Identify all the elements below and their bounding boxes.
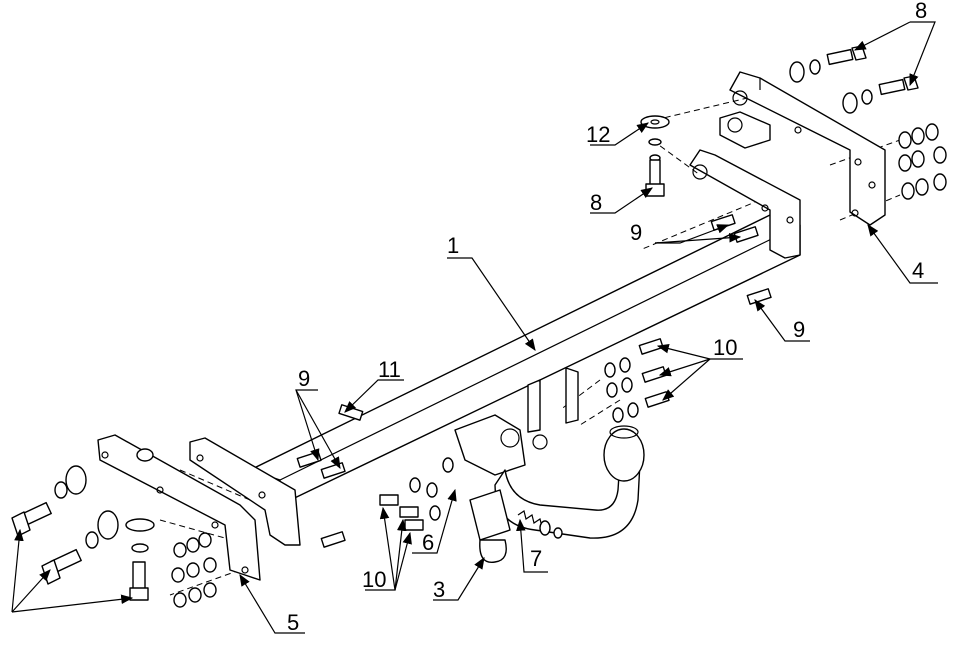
right-nuts xyxy=(898,123,947,200)
callout-11: 11 xyxy=(378,357,401,382)
hitch-mount-plates xyxy=(454,367,579,476)
callout-7: 7 xyxy=(530,546,542,571)
callout-12: 12 xyxy=(586,122,610,147)
spacer-washer-12 xyxy=(640,115,670,162)
tow-ball-neck xyxy=(494,425,645,539)
callout-10-left: 10 xyxy=(362,567,386,592)
spring-assembly-7 xyxy=(517,510,563,539)
left-nuts xyxy=(171,532,217,608)
center-bolts-10-right xyxy=(604,338,670,423)
right-washers xyxy=(789,59,873,114)
socket-plate xyxy=(469,489,511,564)
callout-labels: 1 3 4 5 6 7 8 8 9 9 9 10 10 11 12 xyxy=(287,0,927,635)
left-mount-block xyxy=(136,448,154,462)
callout-9-left: 9 xyxy=(298,366,310,391)
callout-1: 1 xyxy=(447,233,459,258)
center-bolts-10-left xyxy=(379,457,454,531)
callout-9-right: 9 xyxy=(630,220,642,245)
right-bolts-8 xyxy=(826,45,919,96)
right-bracket-inner xyxy=(689,149,801,259)
callout-8-spacer: 8 xyxy=(590,190,602,215)
callout-4: 4 xyxy=(912,258,924,283)
callout-5: 5 xyxy=(287,610,299,635)
callout-3: 3 xyxy=(433,577,445,602)
callout-9-lower: 9 xyxy=(793,317,805,342)
callout-10-right: 10 xyxy=(713,335,737,360)
left-washers xyxy=(54,465,155,553)
callout-8-top: 8 xyxy=(915,0,927,23)
right-mount-block xyxy=(692,90,771,180)
leader-lines xyxy=(11,21,938,634)
callout-6: 6 xyxy=(422,530,434,555)
left-bracket-inner xyxy=(189,437,301,546)
left-bolts xyxy=(11,501,149,601)
left-bracket-outer xyxy=(97,434,261,581)
